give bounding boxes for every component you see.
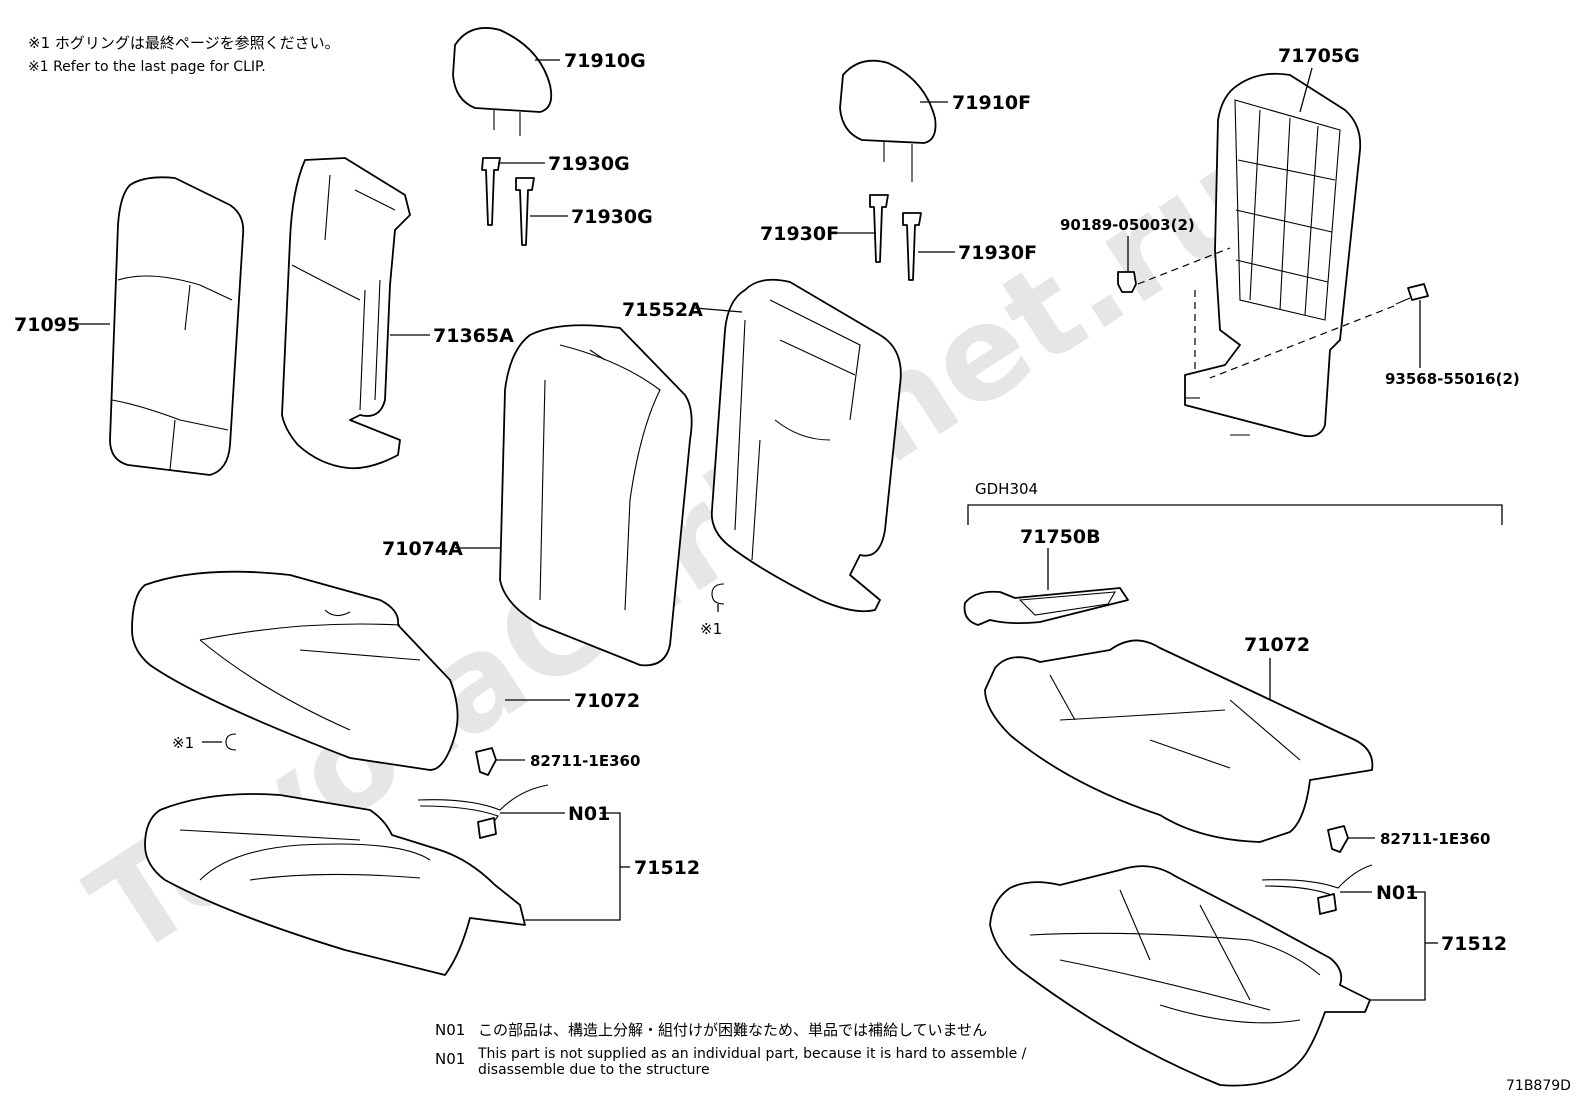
label-82711-left[interactable]: 82711-1E360 [530, 752, 640, 770]
part-N01-left-drawing [417, 784, 549, 839]
part-93568-screw [1395, 283, 1429, 305]
label-N01-left[interactable]: N01 [568, 803, 610, 825]
group-bracket [967, 504, 1503, 525]
n01-note-jp-text: この部品は、構造上分解・組付けが困難なため、単品では補給していません [478, 1021, 987, 1039]
label-71910F[interactable]: 71910F [952, 92, 1031, 114]
label-71365A[interactable]: 71365A [433, 325, 514, 347]
label-71930G-a[interactable]: 71930G [548, 153, 630, 175]
part-71512-right-drawing [989, 865, 1371, 1087]
part-82711-left-drawing [475, 747, 497, 776]
part-71072-left-drawing [131, 570, 459, 771]
part-71072-right-drawing [984, 639, 1374, 843]
label-71930F-b[interactable]: 71930F [958, 242, 1037, 264]
label-71512-left[interactable]: 71512 [634, 857, 700, 879]
label-71072-left[interactable]: 71072 [574, 690, 640, 712]
label-71552A[interactable]: 71552A [622, 299, 703, 321]
n01-note-en-line1: This part is not supplied as an individu… [477, 1046, 1027, 1062]
n01-note-en-line2: disassemble due to the structure [478, 1062, 710, 1078]
part-90189-bolt [1117, 271, 1137, 293]
part-71512-left-drawing [144, 793, 526, 976]
label-71072-right[interactable]: 71072 [1244, 634, 1310, 656]
diagram-ref-code: 71B879D [1506, 1078, 1571, 1094]
part-71365A-drawing [281, 157, 411, 470]
label-71910G[interactable]: 71910G [564, 50, 646, 72]
n01-note-en-tag: N01 [435, 1050, 465, 1068]
clip-ref-center: ※1 [700, 620, 722, 638]
part-71552A-drawing [710, 278, 902, 613]
part-71910G-drawing [452, 27, 553, 136]
label-71930G-b[interactable]: 71930G [571, 206, 653, 228]
label-71750B[interactable]: 71750B [1020, 526, 1101, 548]
clip-marker-center [711, 583, 725, 612]
part-82711-right-drawing [1327, 825, 1349, 853]
part-71930F-guides [869, 194, 922, 281]
label-71930F-a[interactable]: 71930F [760, 223, 839, 245]
part-71705G-drawing [1184, 72, 1362, 438]
label-71705G[interactable]: 71705G [1278, 45, 1360, 67]
clip-note-en: ※1 Refer to the last page for CLIP. [28, 59, 266, 75]
label-90189[interactable]: 90189-05003(2) [1060, 216, 1195, 234]
label-N01-right[interactable]: N01 [1376, 882, 1418, 904]
clip-note-jp: ※1 ホグリングは最終ページを参照ください。 [28, 34, 340, 52]
label-82711-right[interactable]: 82711-1E360 [1380, 830, 1490, 848]
part-71930G-guides [481, 157, 535, 246]
label-71074A[interactable]: 71074A [382, 538, 463, 560]
n01-note-jp-tag: N01 [435, 1021, 465, 1039]
group-label-GDH304: GDH304 [975, 480, 1038, 498]
clip-marker-left [202, 733, 237, 751]
label-71095[interactable]: 71095 [14, 314, 80, 336]
clip-ref-left: ※1 [172, 734, 194, 752]
part-N01-right-drawing [1261, 864, 1373, 915]
label-71512-right[interactable]: 71512 [1441, 933, 1507, 955]
part-71095-drawing [109, 176, 245, 476]
part-71750B-drawing [963, 587, 1129, 626]
label-93568[interactable]: 93568-55016(2) [1385, 370, 1520, 388]
part-71074A-drawing [499, 324, 693, 667]
part-71910F-drawing [839, 59, 937, 182]
